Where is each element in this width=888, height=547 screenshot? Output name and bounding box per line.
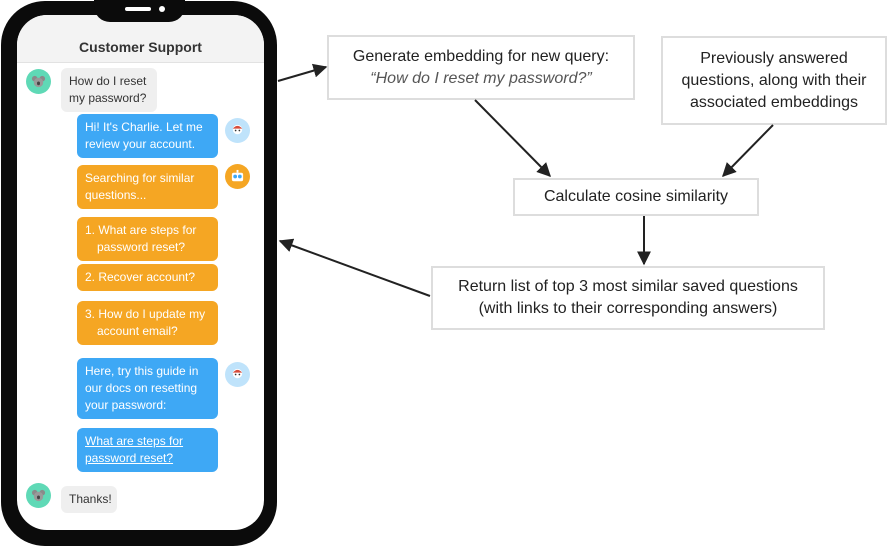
docs-link[interactable]: What are steps for password reset? — [85, 434, 184, 465]
return-list-box: Return list of top 3 most similar saved … — [431, 266, 825, 330]
bot-result-1[interactable]: 1. What are steps for password reset? — [77, 217, 218, 261]
phone-frame: Customer Support How do I reset my passw… — [1, 0, 277, 546]
arrow-return-to-phone — [278, 238, 431, 297]
koala-icon — [31, 489, 46, 502]
agent-face-icon — [232, 368, 243, 379]
cosine-similarity-box: Calculate cosine similarity — [513, 178, 759, 216]
cosine-similarity-text: Calculate cosine similarity — [543, 188, 729, 205]
user-avatar-2 — [26, 483, 51, 508]
chat-header: Customer Support — [17, 15, 264, 63]
return-list-text: Return list of top 3 most similar saved … — [458, 278, 798, 317]
generate-query: “How do I reset my password?” — [370, 69, 592, 87]
generate-embedding-box: Generate embedding for new query: “How d… — [327, 35, 635, 100]
camera-dot — [159, 6, 165, 12]
previous-questions-text: Previously answered questions, along wit… — [681, 49, 867, 111]
phone-screen: Customer Support How do I reset my passw… — [17, 15, 264, 530]
bot-searching-bubble: Searching for similar questions... — [77, 165, 218, 209]
user-thanks-bubble: Thanks! — [61, 486, 117, 513]
koala-icon — [31, 75, 46, 88]
robot-icon — [231, 169, 244, 182]
agent-guide-bubble: Here, try this guide in our docs on rese… — [77, 358, 218, 419]
agent-face-icon — [232, 124, 243, 135]
previous-questions-box: Previously answered questions, along wit… — [661, 36, 887, 125]
user-avatar — [26, 69, 51, 94]
chat-title: Customer Support — [79, 39, 202, 55]
speaker-bar — [125, 7, 151, 11]
generate-title: Generate embedding for new query: — [352, 47, 610, 65]
bot-result-3[interactable]: 3. How do I update my account email? — [77, 301, 218, 345]
agent-greeting-bubble: Hi! It's Charlie. Let me review your acc… — [77, 114, 218, 158]
agent-avatar — [225, 118, 250, 143]
user-question-bubble: How do I reset my password? — [61, 68, 157, 112]
arrow-embedding-to-cosine — [474, 99, 551, 177]
bot-result-2[interactable]: 2. Recover account? — [77, 264, 218, 291]
arrow-phone-to-embedding — [277, 63, 328, 82]
bot-avatar — [225, 164, 250, 189]
agent-avatar-2 — [225, 362, 250, 387]
phone-notch — [94, 0, 185, 22]
arrow-previous-to-cosine — [722, 124, 774, 177]
agent-link-bubble[interactable]: What are steps for password reset? — [77, 428, 218, 472]
